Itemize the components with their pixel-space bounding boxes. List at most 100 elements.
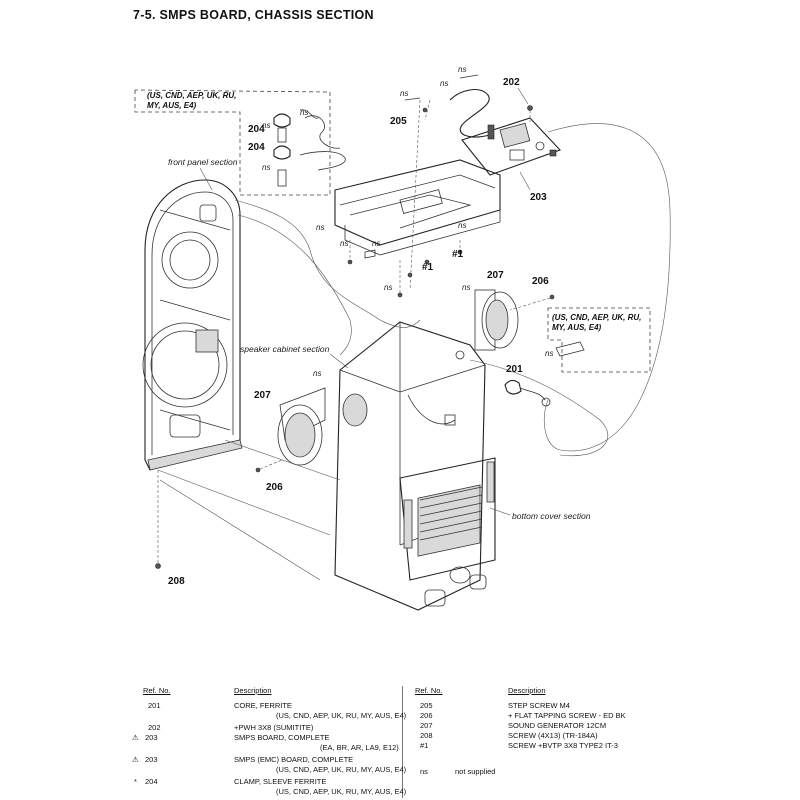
ref-no: 203 bbox=[145, 755, 158, 764]
description: STEP SCREW M4 bbox=[508, 701, 570, 710]
description-sub: (US, CND, AEP, UK, RU, MY, AUS, E4) bbox=[276, 765, 407, 774]
ferrite-core-201 bbox=[504, 379, 551, 407]
leader-line bbox=[199, 167, 213, 191]
leader-line bbox=[519, 171, 531, 191]
ns-label: ns bbox=[262, 163, 270, 172]
ref-no: 207 bbox=[420, 721, 433, 730]
smps-board bbox=[461, 117, 561, 176]
ns-part bbox=[459, 74, 479, 79]
callout-207-left: 207 bbox=[254, 390, 271, 401]
screw-guide bbox=[424, 99, 431, 121]
header-ref-no-left: Ref. No. bbox=[143, 686, 171, 695]
callout-203: 203 bbox=[530, 192, 547, 203]
callout-204-upper: 204 bbox=[248, 124, 265, 135]
ns-label: ns bbox=[313, 369, 321, 378]
ref-no: 205 bbox=[420, 701, 433, 710]
ns-label: ns bbox=[300, 108, 308, 117]
ns-label: ns bbox=[440, 79, 448, 88]
screw-206 bbox=[255, 467, 261, 473]
ns-label: ns bbox=[316, 223, 324, 232]
description: CORE, FERRITE bbox=[234, 701, 292, 710]
leader-line bbox=[489, 507, 511, 516]
safety-mark: ⚠ bbox=[132, 733, 139, 742]
description: CLAMP, SLEEVE FERRITE bbox=[234, 777, 327, 786]
region-box-top-line2: MY, AUS, E4) bbox=[147, 101, 197, 110]
ns-part bbox=[364, 249, 376, 259]
description-sub: (EA, BR, AR, LA9, E12) bbox=[320, 743, 399, 752]
description: +PWH 3X8 (SUMITITE) bbox=[234, 723, 314, 732]
ref-no: 204 bbox=[145, 777, 158, 786]
description: SMPS (EMC) BOARD, COMPLETE bbox=[234, 755, 354, 764]
ref-no: 206 bbox=[420, 711, 433, 720]
wire-harness bbox=[449, 89, 491, 138]
description-sub: (US, CND, AEP, UK, RU, MY, AUS, E4) bbox=[276, 711, 407, 720]
ns-label: ns bbox=[458, 65, 466, 74]
cable bbox=[234, 199, 421, 328]
region-box-right bbox=[547, 307, 651, 373]
region-box-top-line1: (US, CND, AEP, UK, RU, bbox=[147, 91, 236, 100]
screw-guide bbox=[259, 459, 283, 470]
sound-generator-left bbox=[277, 387, 326, 466]
callout-202: 202 bbox=[503, 77, 520, 88]
exploded-view-diagram: (US, CND, AEP, UK, RU, MY, AUS, E4) 204 … bbox=[134, 65, 671, 611]
ref-no: #1 bbox=[420, 741, 429, 750]
ns-label: ns bbox=[462, 283, 470, 292]
cable-loop bbox=[543, 123, 671, 452]
ref-no: 208 bbox=[420, 731, 433, 740]
screw-206 bbox=[549, 294, 555, 300]
ns-label: ns bbox=[458, 221, 466, 230]
callout-205: 205 bbox=[390, 116, 407, 127]
ns-label: ns bbox=[372, 239, 380, 248]
small-screws bbox=[347, 107, 463, 298]
callout-204-lower: 204 bbox=[248, 142, 265, 153]
callout-hash1-b: #1 bbox=[452, 249, 464, 260]
description: + FLAT TAPPING SCREW - ED BK bbox=[508, 711, 626, 720]
chassis-frame bbox=[334, 159, 501, 256]
ns-label: ns bbox=[384, 283, 392, 292]
star-mark: * bbox=[134, 777, 137, 786]
front-panel-section bbox=[142, 179, 243, 471]
parts-list: Ref. No. Description Ref. No. Descriptio… bbox=[0, 683, 800, 800]
header-description-right: Description bbox=[508, 686, 546, 695]
screw-guide bbox=[509, 297, 551, 311]
description: SCREW +BVTP 3X8 TYPE2 IT-3 bbox=[508, 741, 618, 750]
description: SCREW (4X13) (TR-184A) bbox=[508, 731, 598, 740]
label-front-panel-section: front panel section bbox=[168, 157, 238, 167]
label-speaker-cabinet-section: speaker cabinet section bbox=[240, 344, 330, 354]
cable bbox=[469, 359, 609, 457]
cable bbox=[237, 214, 352, 356]
safety-mark: ⚠ bbox=[132, 755, 139, 764]
ns-part bbox=[404, 97, 421, 101]
callout-206-right: 206 bbox=[532, 276, 549, 287]
callout-207-right: 207 bbox=[487, 270, 504, 281]
ns-part bbox=[555, 341, 585, 357]
screw-guide bbox=[409, 99, 421, 291]
header-ref-no-right: Ref. No. bbox=[415, 686, 443, 695]
speaker-cabinet bbox=[334, 321, 496, 611]
screw-208 bbox=[155, 563, 161, 569]
callout-201: 201 bbox=[506, 364, 523, 375]
leader-line bbox=[517, 87, 529, 105]
ref-no: 202 bbox=[148, 723, 161, 732]
ferrite-clamp-lower bbox=[273, 145, 346, 187]
callout-206-left: 206 bbox=[266, 482, 283, 493]
ns-label: ns bbox=[545, 349, 553, 358]
region-box-top bbox=[134, 89, 331, 196]
region-box-right-line2: MY, AUS, E4) bbox=[552, 323, 602, 332]
ferrite-clamp-upper bbox=[273, 109, 341, 149]
description: SOUND GENERATOR 12CM bbox=[508, 721, 607, 730]
callout-208: 208 bbox=[168, 576, 185, 587]
header-description-left: Description bbox=[234, 686, 272, 695]
ref-no: 201 bbox=[148, 701, 161, 710]
table-divider bbox=[402, 686, 403, 798]
label-bottom-cover-section: bottom cover section bbox=[512, 511, 591, 521]
ns-label: ns bbox=[340, 239, 348, 248]
page-title: 7-5. SMPS BOARD, CHASSIS SECTION bbox=[133, 8, 374, 22]
sound-generator-right bbox=[474, 289, 519, 351]
ref-no: 203 bbox=[145, 733, 158, 742]
ns-key: ns bbox=[420, 767, 428, 776]
ns-label: ns bbox=[400, 89, 408, 98]
description: SMPS BOARD, COMPLETE bbox=[234, 733, 330, 742]
ns-description: not supplied bbox=[455, 767, 496, 776]
